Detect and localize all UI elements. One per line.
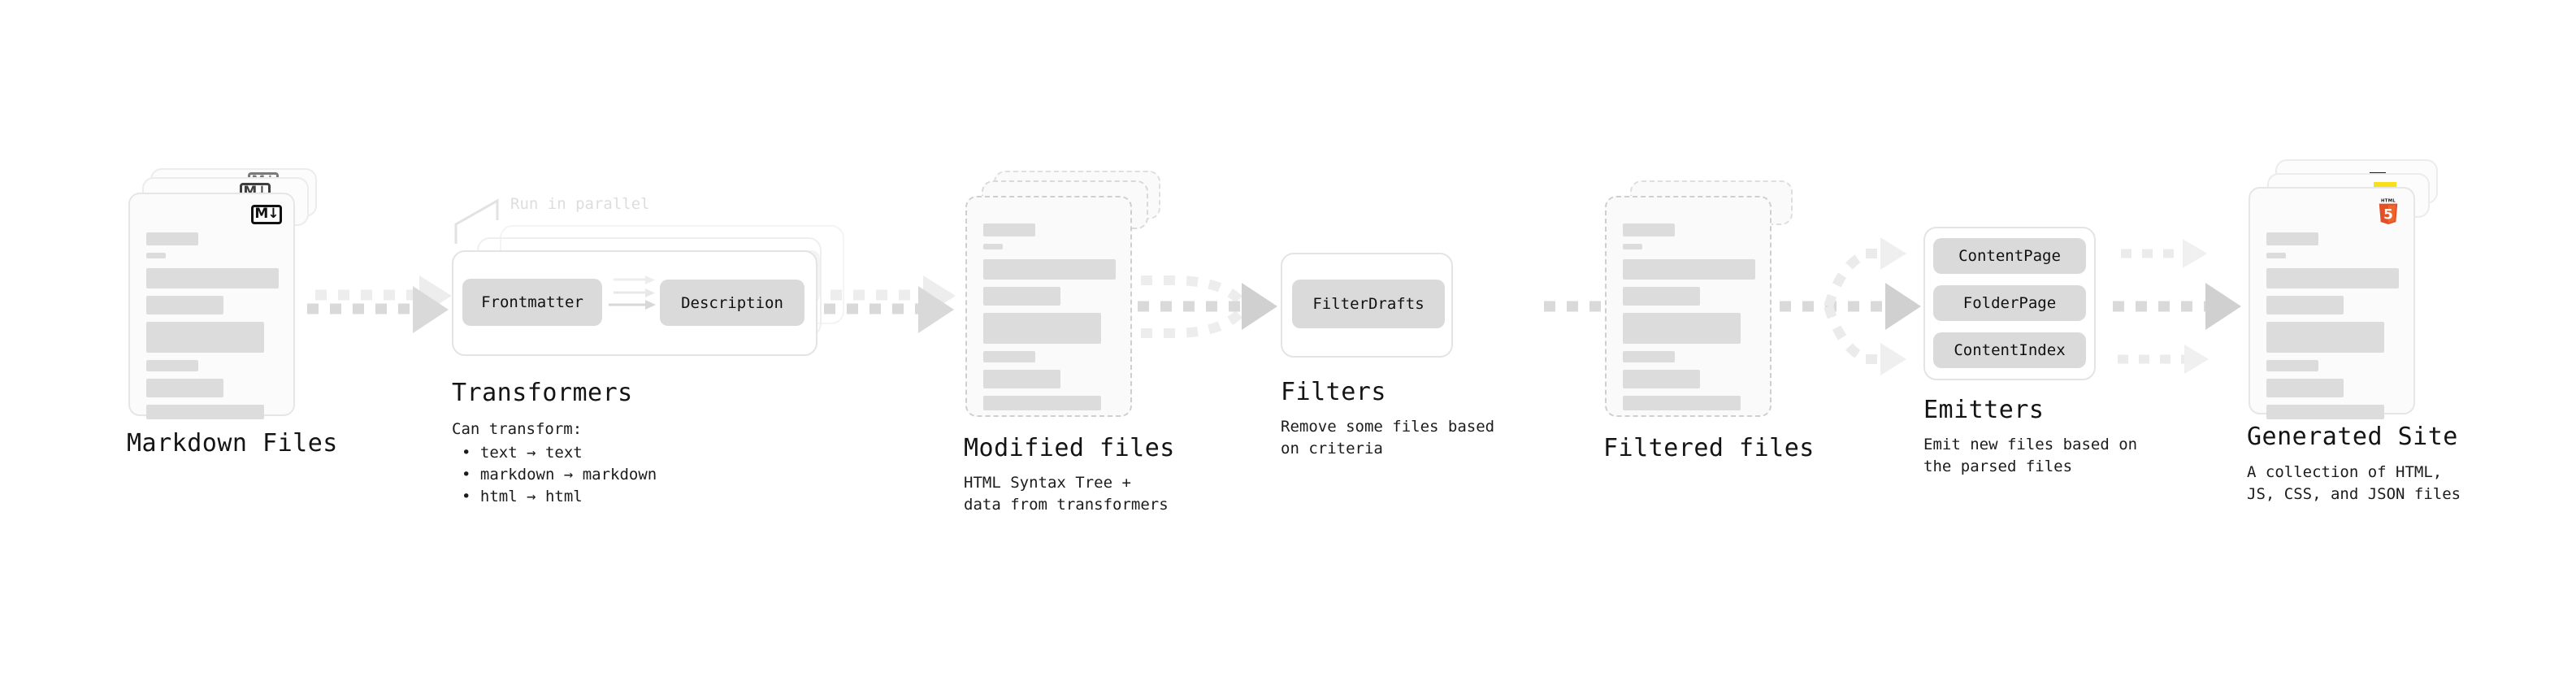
skeleton-bar <box>146 360 198 371</box>
filtered-card-skeleton <box>1623 223 1755 418</box>
skeleton-bar <box>2266 253 2286 258</box>
markdown-icon: M↓ <box>251 205 282 224</box>
markdown-icon-glyph-front: M↓ <box>254 205 279 222</box>
arrow-filtered-to-emitters <box>1780 237 1921 375</box>
chip-folderpage[interactable]: FolderPage <box>1933 285 2086 321</box>
skeleton-bar <box>983 244 1003 249</box>
skeleton-bar <box>2266 268 2399 288</box>
emitters-title: Emitters <box>1923 396 2045 424</box>
skeleton-bar <box>2266 232 2318 245</box>
skeleton-bar <box>146 322 264 353</box>
svg-text:HTML: HTML <box>2381 198 2396 203</box>
emitters-desc-l1: Emit new files based on <box>1923 436 2138 453</box>
transformers-desc-item-1: • markdown → markdown <box>462 466 657 484</box>
html5-icon-glyph: HTML 5 <box>2379 198 2398 224</box>
modified-card-skeleton <box>983 223 1116 418</box>
skeleton-bar <box>1623 313 1741 344</box>
skeleton-bar <box>146 232 198 245</box>
skeleton-bar <box>1623 244 1642 249</box>
generated-site-desc-l2: JS, CSS, and JSON files <box>2247 485 2461 503</box>
chip-description[interactable]: Description <box>660 280 804 326</box>
skeleton-bar <box>1623 223 1675 236</box>
skeleton-bar <box>983 223 1035 236</box>
arrow-modified-to-filters <box>1138 275 1277 338</box>
arrow-markdown-to-transformers <box>307 275 452 333</box>
generated-site-desc-l1: A collection of HTML, <box>2247 463 2443 481</box>
skeleton-bar <box>2266 379 2344 397</box>
filtered-card-front[interactable] <box>1605 196 1772 417</box>
html5-icon: HTML 5 <box>2376 197 2400 226</box>
skeleton-bar <box>146 296 223 314</box>
run-in-parallel-label: Run in parallel <box>510 195 650 213</box>
chip-filterdrafts[interactable]: FilterDrafts <box>1292 280 1445 328</box>
chip-contentindex[interactable]: ContentIndex <box>1933 332 2086 368</box>
transformers-desc-item-2: • html → html <box>462 488 583 505</box>
modified-files-title: Modified files <box>964 434 1175 462</box>
skeleton-bar <box>146 253 166 258</box>
skeleton-bar <box>983 351 1035 362</box>
markdown-card-skeleton <box>146 232 279 427</box>
filters-desc-l1: Remove some files based <box>1281 418 1495 436</box>
arrow-emitters-to-site <box>2113 239 2241 374</box>
skeleton-bar <box>146 268 279 288</box>
generated-site-title: Generated Site <box>2247 423 2458 451</box>
skeleton-bar <box>1623 370 1700 388</box>
transformers-desc-item-0: • text → text <box>462 444 583 462</box>
skeleton-bar <box>983 259 1116 280</box>
skeleton-bar <box>983 396 1101 410</box>
skeleton-bar <box>1623 396 1741 410</box>
transformers-desc-header: Can transform: <box>452 420 583 438</box>
skeleton-bar <box>2266 360 2318 371</box>
skeleton-bar <box>2266 322 2384 353</box>
chip-contentpage[interactable]: ContentPage <box>1933 238 2086 274</box>
markdown-files-title: Markdown Files <box>127 429 338 458</box>
skeleton-bar <box>983 313 1101 344</box>
skeleton-bar <box>1623 351 1675 362</box>
filters-desc-l2: on criteria <box>1281 440 1383 458</box>
emitters-desc-l2: the parsed files <box>1923 458 2073 475</box>
skeleton-bar <box>146 379 223 397</box>
modified-files-desc-l2: data from transformers <box>964 496 1169 514</box>
skeleton-bar <box>2266 405 2384 419</box>
markdown-card-front[interactable]: M↓ <box>128 193 295 419</box>
modified-card-front[interactable] <box>965 196 1132 417</box>
transformers-title: Transformers <box>452 379 633 407</box>
svg-text:5: 5 <box>2383 206 2393 222</box>
chip-frontmatter[interactable]: Frontmatter <box>462 279 602 326</box>
skeleton-bar <box>983 370 1060 388</box>
filters-title: Filters <box>1281 378 1386 406</box>
skeleton-bar <box>2266 296 2344 314</box>
skeleton-bar <box>983 287 1060 306</box>
skeleton-bar <box>1623 287 1700 306</box>
skeleton-bar <box>146 405 264 419</box>
filtered-files-title: Filtered files <box>1603 434 1815 462</box>
modified-files-desc-l1: HTML Syntax Tree + <box>964 474 1131 492</box>
site-card-skeleton <box>2266 232 2399 427</box>
skeleton-bar <box>1623 259 1755 280</box>
site-card-front[interactable]: HTML 5 <box>2249 187 2415 419</box>
